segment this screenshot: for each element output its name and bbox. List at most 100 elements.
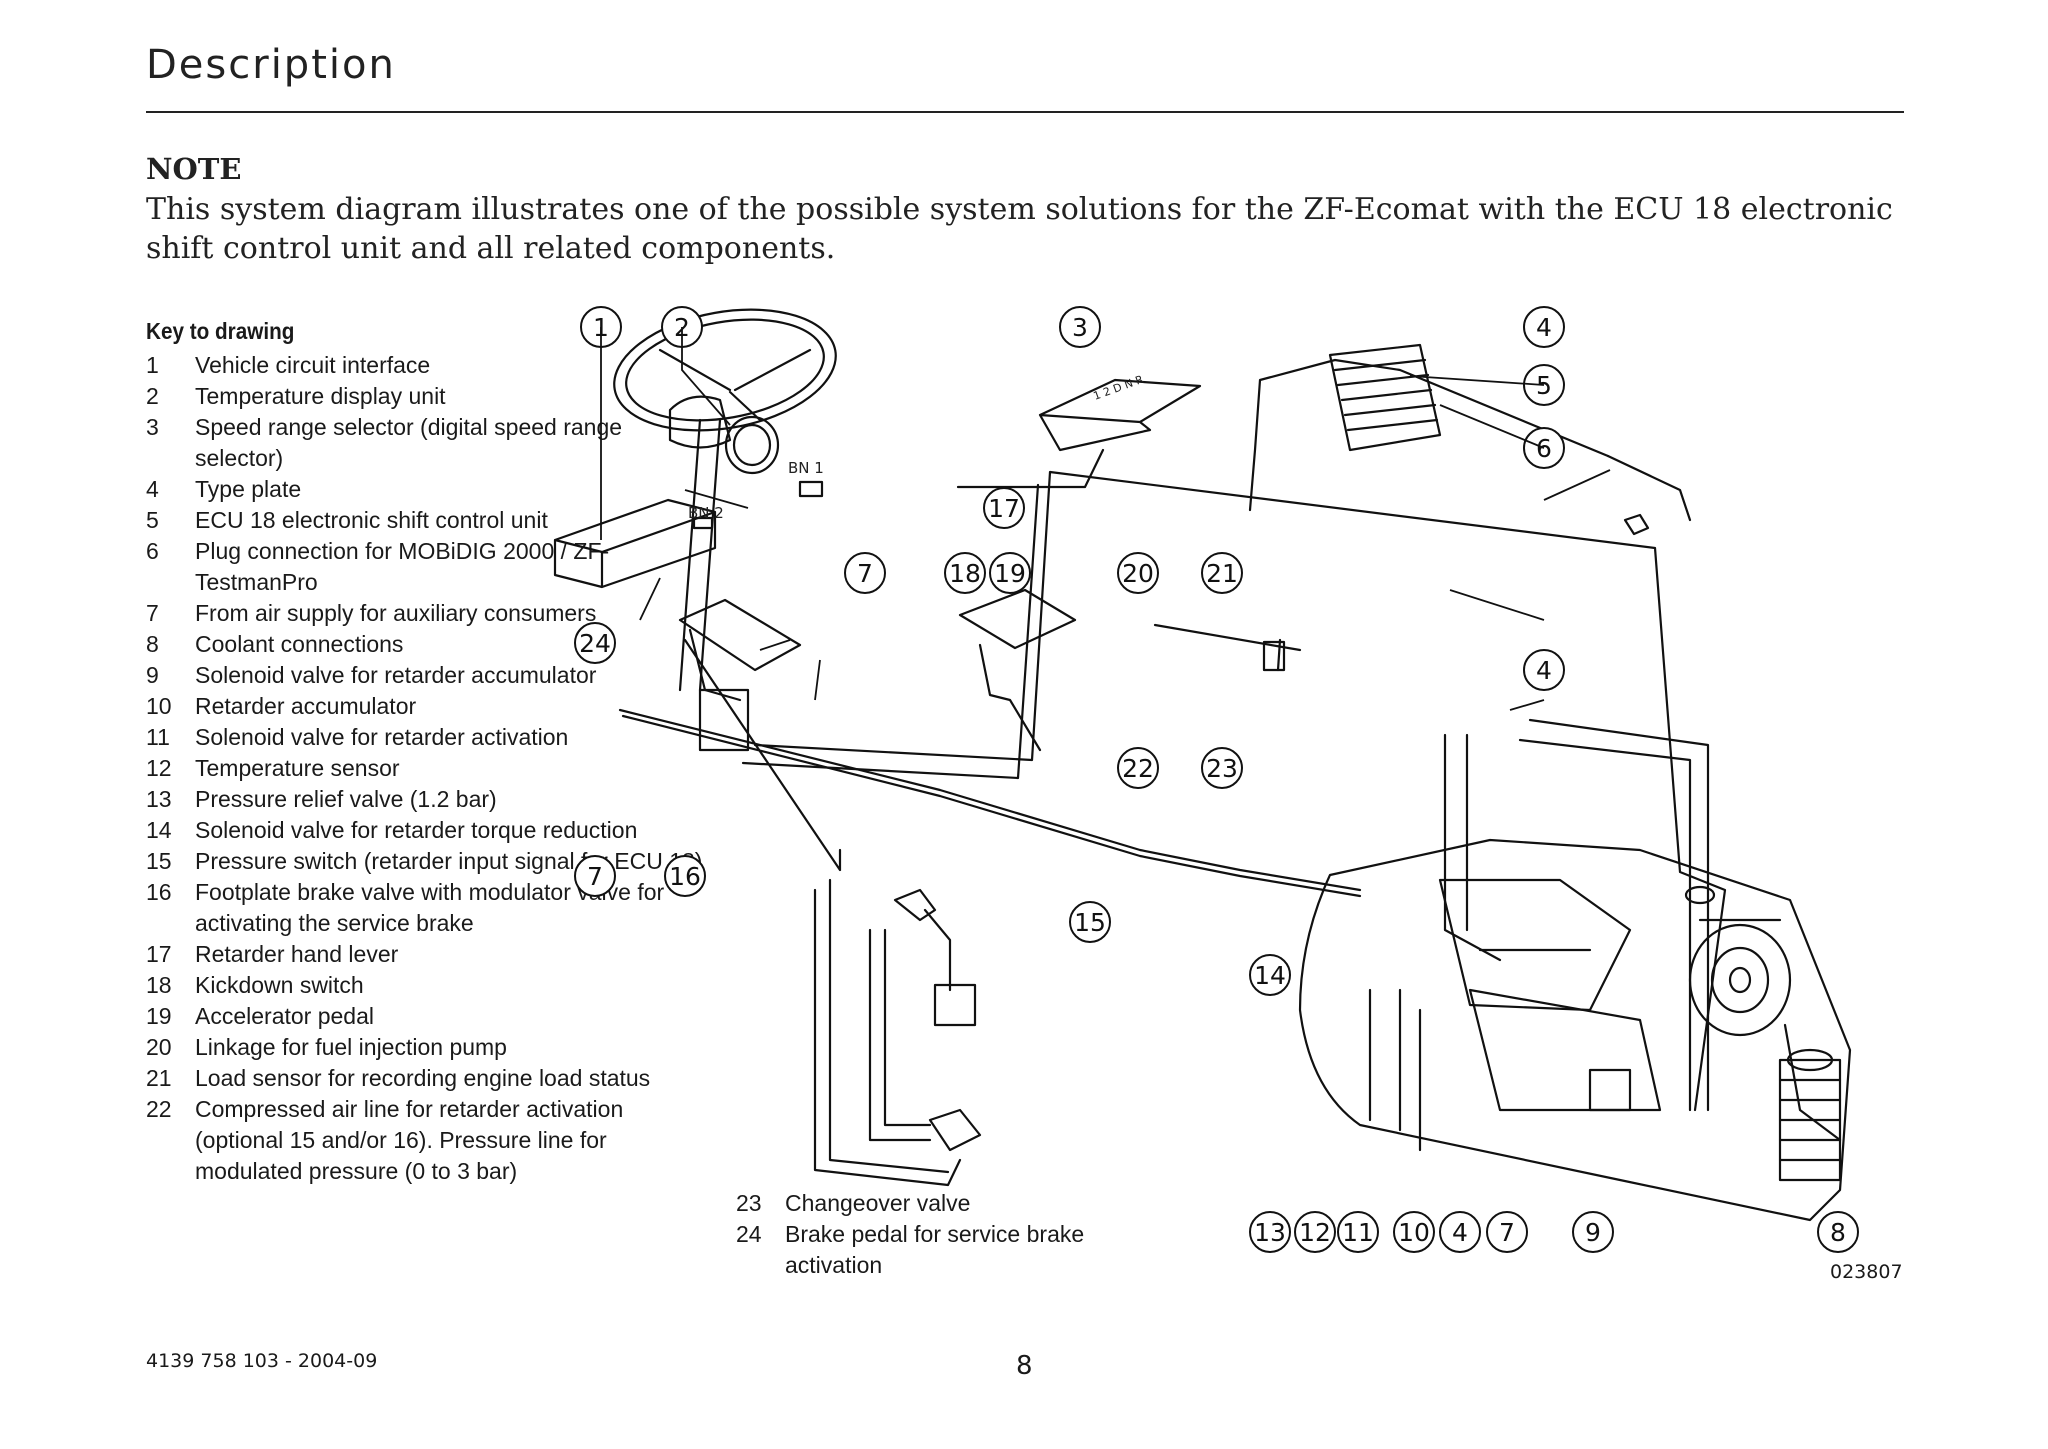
ecu18-unit: [1328, 343, 1442, 452]
key-item-number: 17: [146, 941, 172, 967]
callout-13: 13: [1249, 1211, 1291, 1253]
key-item-number: 5: [146, 507, 159, 533]
key-item-number: 6: [146, 538, 159, 564]
bn1-label: BN 1: [788, 459, 824, 477]
key-item-number: 15: [146, 848, 172, 874]
note-text: This system diagram illustrates one of t…: [146, 192, 1893, 266]
key-item: 14 Solenoid valve for retarder torque red…: [146, 815, 706, 846]
callout-label: 23: [1206, 754, 1238, 783]
key-item: 18 Kickdown switch: [146, 970, 706, 1001]
key-item-text: Pressure switch (retarder input signal f…: [195, 848, 703, 874]
callout-label: 12: [1299, 1218, 1331, 1247]
key-item-text: Linkage for fuel injection pump: [195, 1034, 507, 1060]
key-item-text: Solenoid valve for retarder activation: [195, 724, 569, 750]
temperature-gauge: [724, 415, 780, 475]
key-item-number: 16: [146, 879, 172, 905]
key-item-text: From air supply for auxiliary consumers: [195, 600, 597, 626]
key-item-number: 19: [146, 1003, 172, 1029]
cable-harness-frame: [753, 470, 1727, 1112]
callout-20: 20: [1117, 552, 1159, 594]
key-item: 23 Changeover valve: [736, 1188, 1116, 1219]
key-item: 15 Pressure switch (retarder input signal…: [146, 846, 706, 877]
callout-17: 17: [983, 487, 1025, 529]
key-item-text: Retarder hand lever: [195, 941, 399, 967]
callout-label: 8: [1830, 1218, 1846, 1247]
callout-label: 6: [1536, 434, 1552, 463]
air-line: [618, 708, 1362, 892]
transmission-housing: [1298, 838, 1852, 1222]
figure-id: 023807: [1830, 1261, 1903, 1283]
key-item: 17 Retarder hand lever: [146, 939, 706, 970]
callout-label: 10: [1398, 1218, 1430, 1247]
callout-label: 11: [1342, 1218, 1374, 1247]
callout-label: 7: [857, 559, 873, 588]
key-item-number: 14: [146, 817, 172, 843]
callout-12: 12: [1294, 1211, 1336, 1253]
callout-label: 4: [1452, 1218, 1468, 1247]
page-header-title: Description: [146, 42, 396, 88]
key-item-text: Speed range selector (digital speed rang…: [195, 414, 623, 471]
callout-10: 10: [1393, 1211, 1435, 1253]
steering-wheel: [613, 308, 837, 432]
callout-label: 17: [988, 494, 1020, 523]
callout-label: 16: [669, 862, 701, 891]
page-number: 8: [1016, 1351, 1033, 1381]
bn2-label: BN 2: [688, 504, 724, 522]
key-item-number: 8: [146, 631, 159, 657]
callout-14: 14: [1249, 954, 1291, 996]
callout-23: 23: [1201, 747, 1243, 789]
callout-4: 4: [1523, 649, 1565, 691]
key-item-number: 18: [146, 972, 172, 998]
brake-pedal: [678, 598, 802, 702]
pressure-switch-15: [893, 888, 937, 922]
note-title: NOTE: [146, 152, 242, 186]
key-item-number: 1: [146, 352, 159, 378]
key-item-text: Kickdown switch: [195, 972, 364, 998]
connector-bn1: [798, 480, 824, 498]
key-item-number: 4: [146, 476, 159, 502]
footplate-brake-valve: [698, 688, 750, 752]
callout-label: 7: [587, 862, 603, 891]
callout-label: 4: [1536, 656, 1552, 685]
accelerator-pedal: [958, 588, 1077, 752]
key-item-text: Changeover valve: [785, 1190, 971, 1216]
callout-label: 24: [579, 629, 611, 658]
key-item-number: 2: [146, 383, 159, 409]
key-item-number: 13: [146, 786, 172, 812]
callout-16: 16: [664, 855, 706, 897]
callout-15: 15: [1069, 901, 1111, 943]
callout-4: 4: [1523, 306, 1565, 348]
callout-21: 21: [1201, 552, 1243, 594]
harness-right-drop: [1518, 738, 1692, 1112]
key-item-text: Accelerator pedal: [195, 1003, 374, 1029]
callout-label: 3: [1072, 313, 1088, 342]
callout-label: 18: [949, 559, 981, 588]
speed-range-selector: [1038, 378, 1202, 452]
selector-digits: 1 2 D N R: [1092, 373, 1146, 403]
key-item-text: Solenoid valve for retarder accumulator: [195, 662, 597, 688]
key-item-text: Solenoid valve for retarder torque reduc…: [195, 817, 638, 843]
key-item-number: 9: [146, 662, 159, 688]
key-item-number: 23: [736, 1190, 762, 1216]
key-item-number: 20: [146, 1034, 172, 1060]
vehicle-circuit-interface: [553, 498, 717, 589]
callout-24: 24: [574, 622, 616, 664]
callout-4: 4: [1439, 1211, 1481, 1253]
fuel-pump-linkage: [1153, 623, 1302, 672]
key-item-number: 21: [146, 1065, 172, 1091]
key-item-number: 12: [146, 755, 172, 781]
steering-column: [678, 418, 722, 692]
callout-18: 18: [944, 552, 986, 594]
key-item-number: 24: [736, 1221, 762, 1247]
